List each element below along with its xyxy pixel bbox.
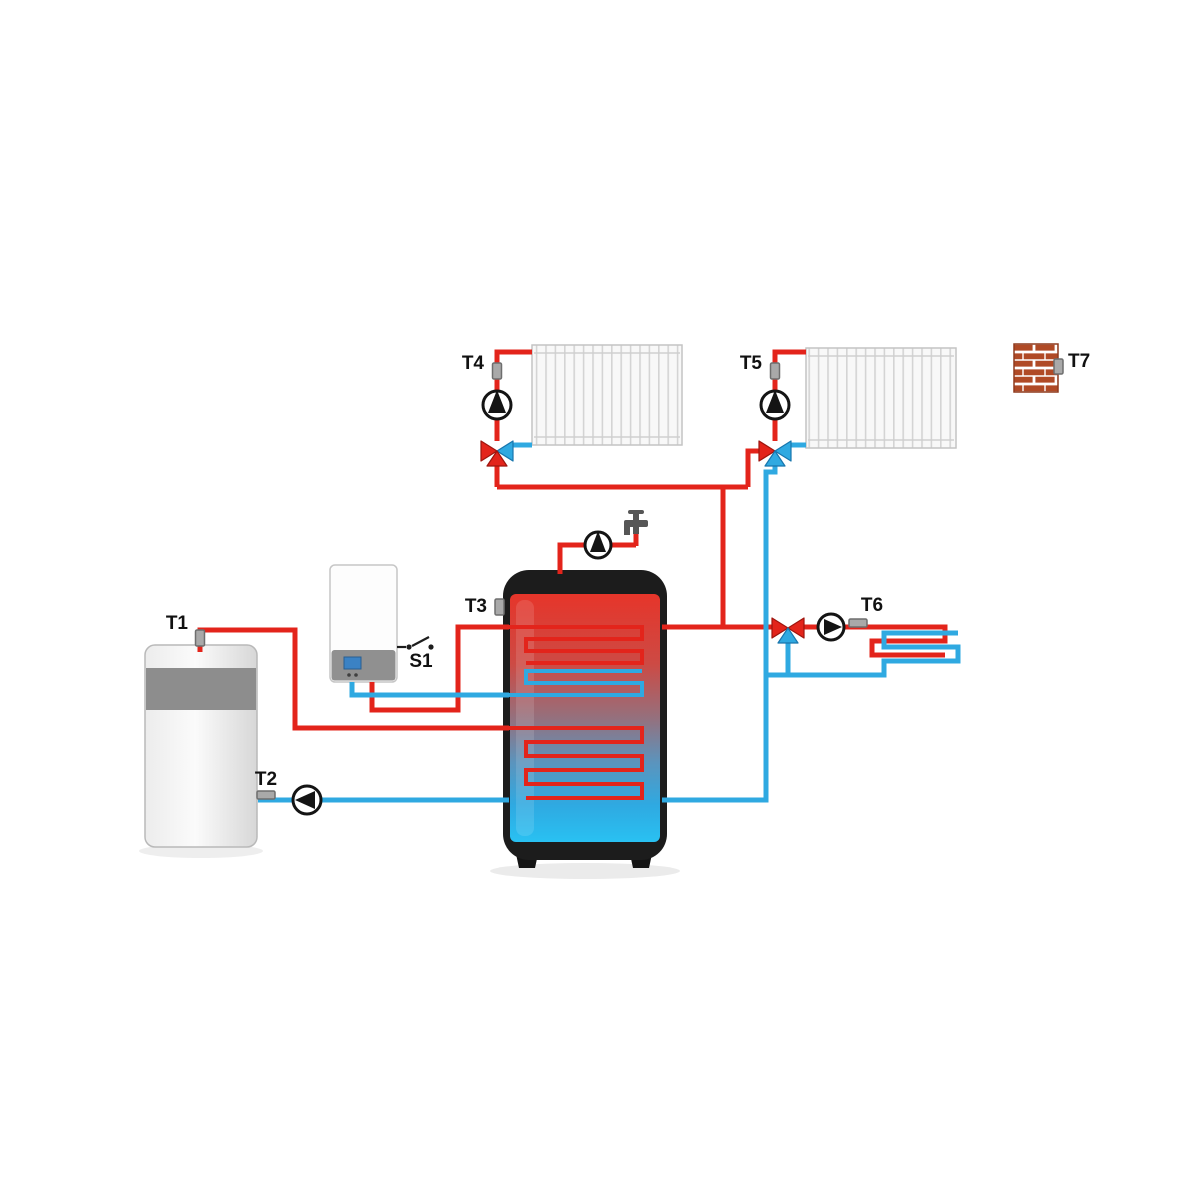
brick-wall (1013, 343, 1059, 393)
sensor-t1 (194, 629, 206, 647)
pipe-main-return (662, 462, 778, 803)
pump-floor-heating (816, 612, 846, 642)
wall-boiler (329, 564, 398, 683)
boiler-band (146, 668, 256, 710)
switch-s1 (397, 636, 434, 650)
pump-rotor-icon (766, 390, 784, 413)
mixing-valve-2 (758, 440, 792, 467)
sensor-t2 (256, 790, 276, 800)
pipe-floor-return-coil (766, 630, 961, 678)
tank-highlight (516, 600, 534, 836)
pump-rotor-icon (295, 791, 315, 809)
pipe-valve2-feed (745, 448, 761, 487)
buffer-tank (503, 570, 667, 868)
switch-lever (411, 636, 430, 647)
pipe-wallboiler-cold (349, 682, 509, 698)
label-t4: T4 (462, 353, 485, 374)
wall-boiler-knob (354, 673, 358, 677)
pump-boiler-return (291, 784, 323, 816)
label-t3: T3 (465, 596, 487, 617)
tank-shadow (490, 863, 680, 879)
brick-wall-body (1013, 343, 1059, 393)
pump-dhw (583, 530, 613, 560)
valve3-port-left (771, 617, 789, 639)
valve1-port-right (496, 440, 514, 462)
switch-terminal (428, 644, 434, 650)
radiator-2 (805, 347, 957, 449)
faucet-icon (624, 510, 648, 535)
pipe-floor-supply-coil (803, 624, 948, 658)
mixing-valve-3 (771, 617, 805, 644)
valve2-port-right (774, 440, 792, 462)
sensor-t4 (491, 362, 503, 380)
wall-boiler-knob (347, 673, 351, 677)
mixing-valve-1 (480, 440, 514, 467)
label-t1: T1 (166, 613, 189, 634)
pump-rotor-icon (488, 390, 506, 413)
pump-rotor-icon (590, 531, 606, 552)
wall-boiler-panel (331, 650, 396, 681)
valve1-port-left (480, 440, 498, 462)
radiator-1 (531, 344, 683, 446)
pump-rotor-icon (824, 619, 842, 635)
sensor-t3 (494, 598, 505, 616)
switch-terminal (406, 644, 412, 650)
tank-coil-upper-cold (509, 669, 644, 697)
label-t6: T6 (861, 595, 883, 616)
label-s1: S1 (409, 651, 433, 672)
wall-boiler-display (343, 656, 362, 670)
pump-radiator-1 (481, 389, 513, 421)
boiler (144, 644, 258, 848)
pipe-wallboiler-hot (369, 624, 509, 713)
cold-pipes (258, 442, 961, 803)
sensor-t7 (1053, 358, 1064, 375)
pump-radiator-2 (759, 389, 791, 421)
sensor-t5 (769, 362, 781, 380)
radiator-2-body (805, 347, 957, 449)
tank-coil-lower-hot (509, 726, 644, 800)
label-t2: T2 (255, 769, 277, 790)
sensor-t6 (848, 618, 868, 628)
radiator-1-body (531, 344, 683, 446)
label-t7: T7 (1068, 351, 1090, 372)
valve3-port-bottom (777, 627, 799, 644)
valve3-port-right (787, 617, 805, 639)
valve2-port-bottom (764, 450, 786, 467)
tank-coil-upper-hot (509, 625, 644, 665)
valve1-port-bottom (486, 450, 508, 467)
valve2-port-left (758, 440, 776, 462)
tank-body (510, 594, 660, 842)
label-t5: T5 (740, 353, 763, 374)
